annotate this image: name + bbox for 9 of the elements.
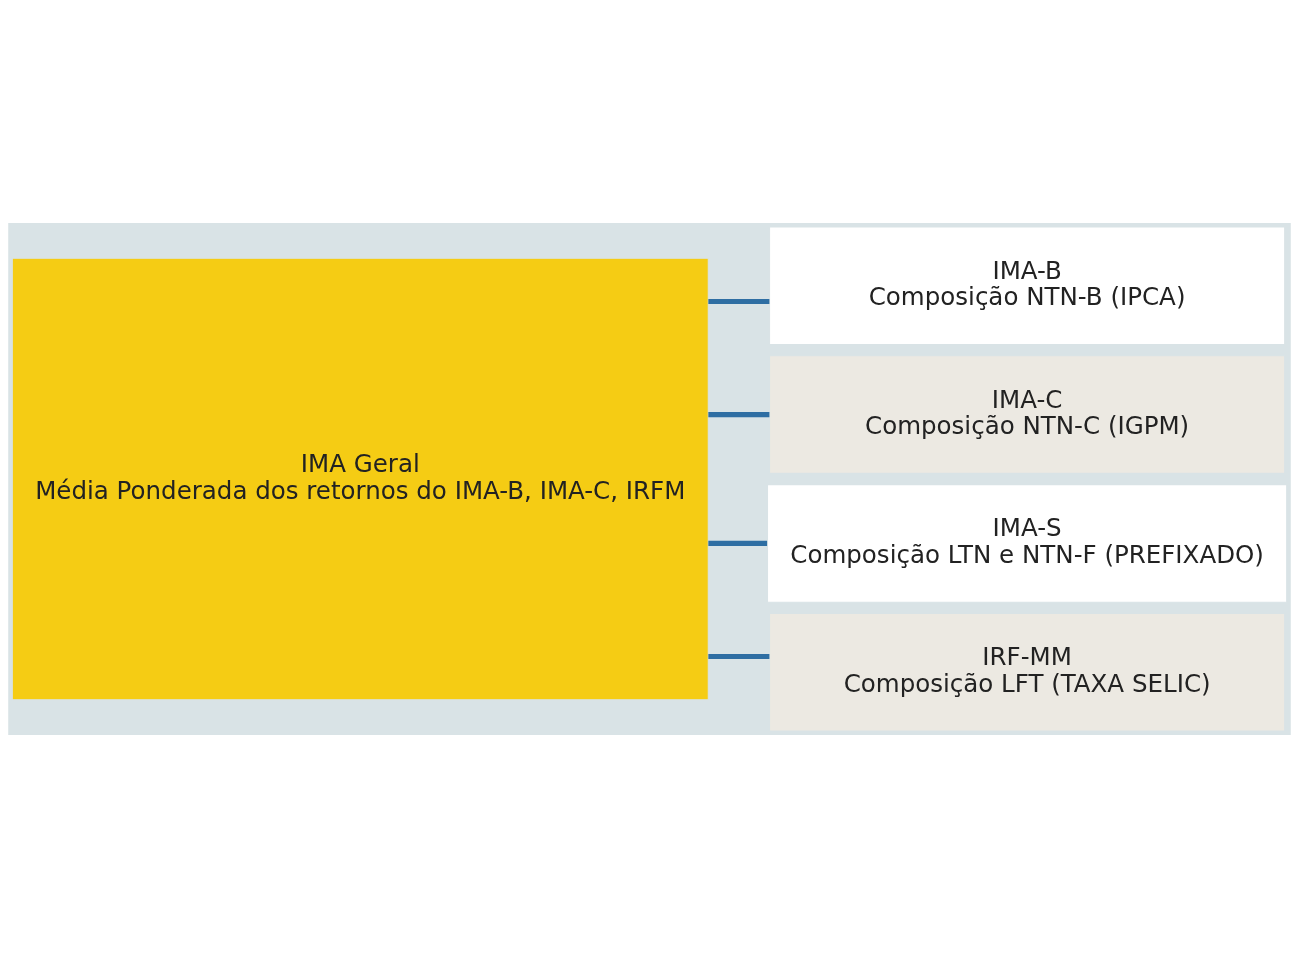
node-box: IRF-MM Composição LFT (TAXA SELIC) bbox=[769, 612, 1286, 731]
connector bbox=[708, 653, 770, 659]
connector bbox=[708, 298, 770, 304]
connector bbox=[708, 411, 770, 417]
connector bbox=[708, 540, 768, 546]
node-box: IMA-S Composição LTN e NTN-F (PREFIXADO) bbox=[767, 483, 1288, 603]
node-box: IMA Geral Média Ponderada dos retornos do IMA-B, IMA-C, IRFM bbox=[11, 257, 709, 700]
node-box: IMA-B Composição NTN-B (IPCA) bbox=[769, 226, 1286, 345]
node-box: IMA-C Composição NTN-C (IGPM) bbox=[769, 354, 1286, 474]
